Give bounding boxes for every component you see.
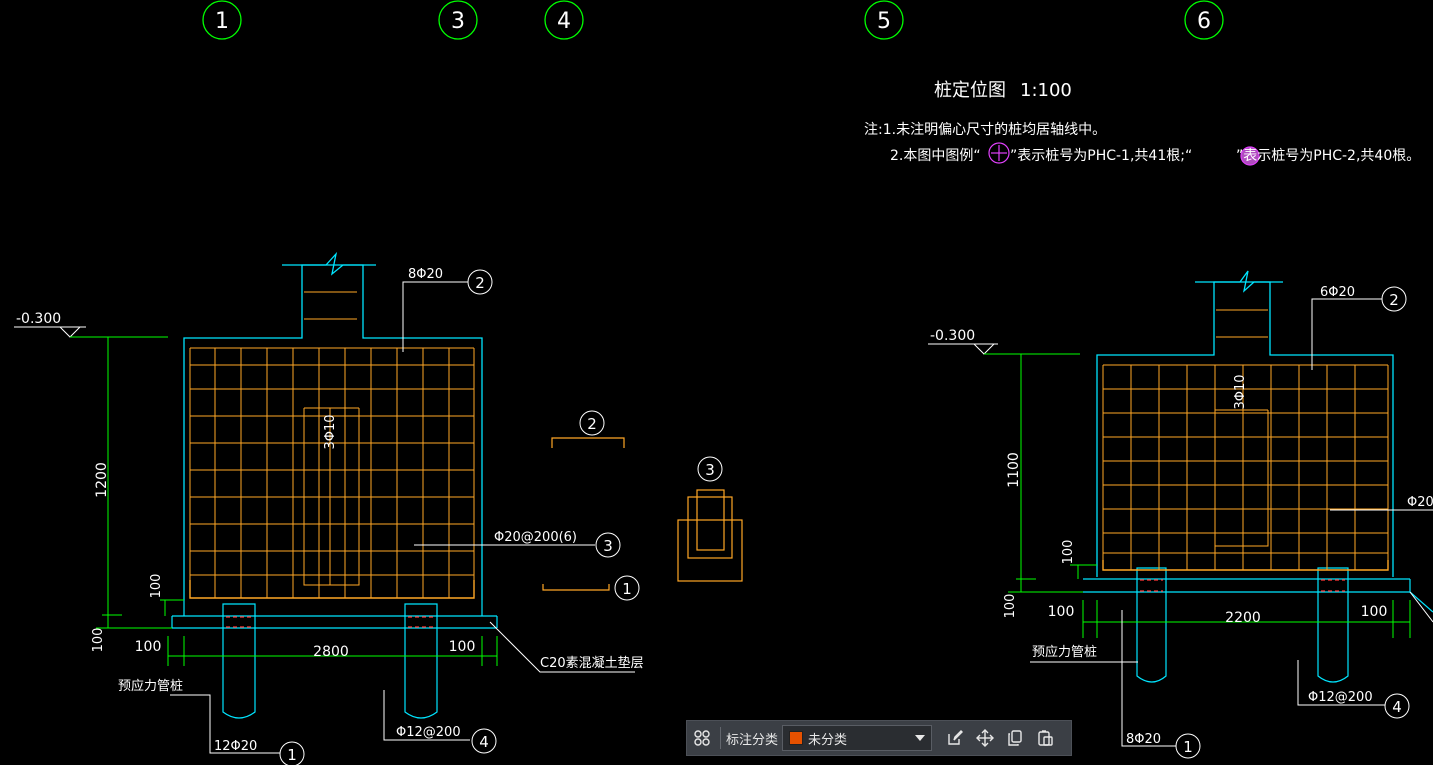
note-line-2-start: 2.本图中图例“ xyxy=(890,148,981,164)
right-elevation-marker xyxy=(928,343,1080,355)
copy-icon[interactable] xyxy=(1000,723,1030,753)
note-line-2-middle: ”表示桩号为PHC-1,共41根;“ xyxy=(1010,147,1192,164)
annotation-toolbar: 标注分类 未分类 xyxy=(686,720,1072,756)
right-pile-centres xyxy=(1140,579,1345,592)
left-bottom-dim: 100 xyxy=(91,628,106,653)
left-rebar-bottom: 12Φ20 xyxy=(214,739,257,754)
right-pile-label: 预应力管桩 xyxy=(1032,644,1097,660)
left-edge-dim-right: 100 xyxy=(449,639,476,655)
marker-label: 4 xyxy=(479,733,489,751)
right-rebar-mesh xyxy=(1102,309,1389,571)
axis-label: 1 xyxy=(215,9,229,34)
paste-icon[interactable] xyxy=(1030,723,1060,753)
grid-icon[interactable] xyxy=(687,723,717,753)
right-cap-detail: -0.300 1100 100 100 100 2200 100 6Φ20 xyxy=(928,270,1433,747)
left-rebar-mesh xyxy=(189,291,475,599)
left-stirrup: 3Φ10 xyxy=(323,414,338,449)
right-dimension-lines xyxy=(1008,354,1411,638)
right-mesh-partial: Φ20 xyxy=(1407,495,1433,510)
left-cushion-note: C20素混凝土垫层 xyxy=(540,655,644,671)
left-height-dim: 1200 xyxy=(94,462,110,498)
right-cap-outline xyxy=(1096,281,1394,577)
toolbar-divider xyxy=(720,727,721,749)
right-edge-dim-right: 100 xyxy=(1361,604,1388,620)
marker-label: 1 xyxy=(1183,738,1193,756)
axis-label: 4 xyxy=(557,9,571,34)
left-pile-spiral: Φ12@200 xyxy=(396,725,461,740)
legend-pile-type-2-icon xyxy=(1240,146,1260,166)
left-pile-label: 预应力管桩 xyxy=(118,678,183,694)
right-height-dim: 1100 xyxy=(1006,452,1022,488)
left-edge-dim-left: 100 xyxy=(135,639,162,655)
left-cap-detail: -0.300 1200 100 100 100 2800 100 8Φ20 xyxy=(14,251,644,754)
axis-label: 5 xyxy=(877,9,891,34)
axis-label: 6 xyxy=(1197,9,1211,34)
chevron-down-icon xyxy=(915,735,926,741)
right-elevation-label: -0.300 xyxy=(930,328,975,344)
right-piles xyxy=(1136,567,1349,683)
left-rebar-top: 8Φ20 xyxy=(408,267,443,282)
right-rebar-bottom: 8Φ20 xyxy=(1126,732,1161,747)
left-pile-centres xyxy=(226,616,434,628)
right-rebar-top: 6Φ20 xyxy=(1320,285,1355,300)
plan-title: 桩定位图 xyxy=(934,80,1006,101)
right-bottom-dim: 100 xyxy=(1003,594,1018,619)
left-piles xyxy=(222,603,438,719)
marker-label: 4 xyxy=(1392,698,1402,716)
left-mesh: Φ20@200(6) xyxy=(494,530,577,545)
left-leaders xyxy=(170,281,635,754)
bar-shape-details xyxy=(542,437,743,591)
right-stirrup: 3Φ10 xyxy=(1233,374,1248,409)
move-icon[interactable] xyxy=(970,723,1000,753)
marker-label: 1 xyxy=(622,580,632,598)
right-width-dim: 2200 xyxy=(1225,610,1261,626)
left-cap-outline xyxy=(183,264,483,600)
category-value: 未分类 xyxy=(808,732,848,748)
left-dimension-lines xyxy=(96,337,498,666)
marker-label: 1 xyxy=(287,746,297,764)
right-pile-spiral: Φ12@200 xyxy=(1308,690,1373,705)
marker-label: 2 xyxy=(475,274,485,292)
marker-label: 3 xyxy=(603,537,613,555)
right-edge-dim-left: 100 xyxy=(1048,604,1075,620)
legend-pile-type-1-icon xyxy=(988,142,1010,164)
marker-label: 2 xyxy=(587,415,597,433)
right-cushion-dim: 100 xyxy=(1061,540,1076,565)
note-line-2-end: ”表示桩号为PHC-2,共40根。 xyxy=(1236,147,1420,164)
axis-label: 3 xyxy=(451,9,465,34)
category-color-swatch xyxy=(789,731,804,745)
left-width-dim: 2800 xyxy=(313,644,349,660)
note-line-1: 注:1.未注明偏心尺寸的桩均居轴线中。 xyxy=(864,121,1106,138)
marker-label: 3 xyxy=(705,461,715,479)
axis-markers xyxy=(202,0,1224,40)
left-elevation-marker xyxy=(14,326,168,338)
left-cushion-dim: 100 xyxy=(149,574,164,599)
left-cushion-layer xyxy=(171,600,498,629)
edit-icon[interactable] xyxy=(940,723,970,753)
category-label: 标注分类 xyxy=(726,732,779,748)
plan-scale: 1:100 xyxy=(1020,80,1072,101)
category-select[interactable]: 未分类 xyxy=(782,725,933,751)
left-elevation-label: -0.300 xyxy=(16,311,61,327)
marker-label: 2 xyxy=(1389,291,1399,309)
right-leaders xyxy=(1030,298,1433,747)
